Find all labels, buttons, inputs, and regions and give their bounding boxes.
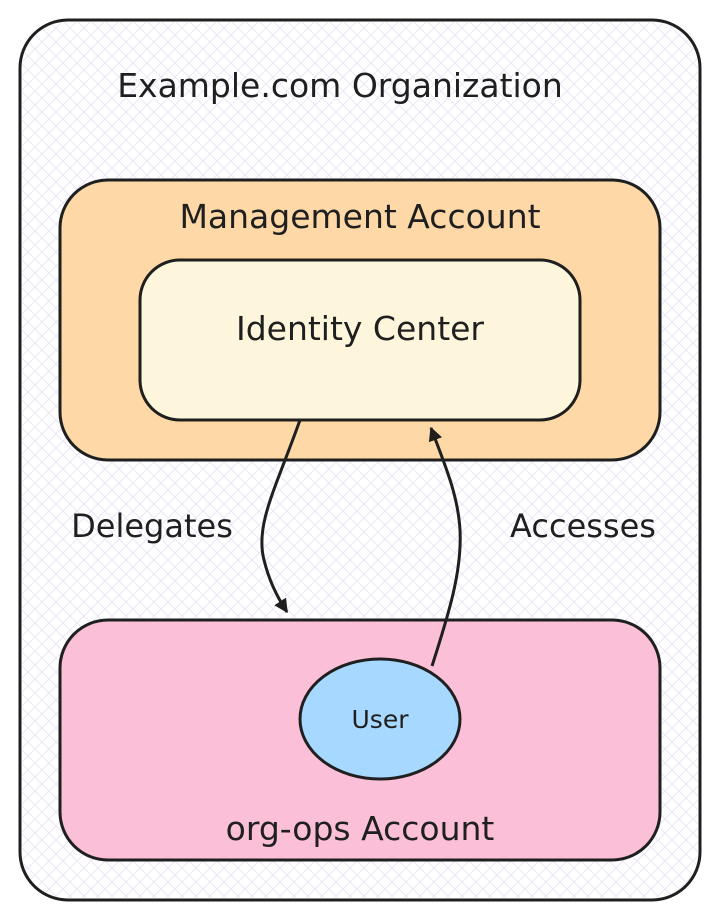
identity-center-label: Identity Center	[236, 309, 484, 348]
delegates-edge	[260, 419, 302, 614]
management-account-group: Management Account Identity Center	[58, 178, 662, 462]
organization-label: Example.com Organization	[117, 66, 563, 105]
identity-center-box	[138, 258, 582, 422]
user-label: User	[352, 705, 410, 734]
user-node	[298, 657, 462, 781]
delegates-label: Delegates	[71, 507, 233, 545]
accesses-label: Accesses	[510, 507, 656, 545]
management-account-label: Management Account	[179, 197, 540, 236]
edges-group: Delegates Accesses	[71, 419, 656, 667]
accesses-edge	[428, 426, 462, 667]
org-ops-account-group: org-ops Account User	[58, 618, 662, 862]
org-ops-account-label: org-ops Account	[226, 809, 495, 848]
